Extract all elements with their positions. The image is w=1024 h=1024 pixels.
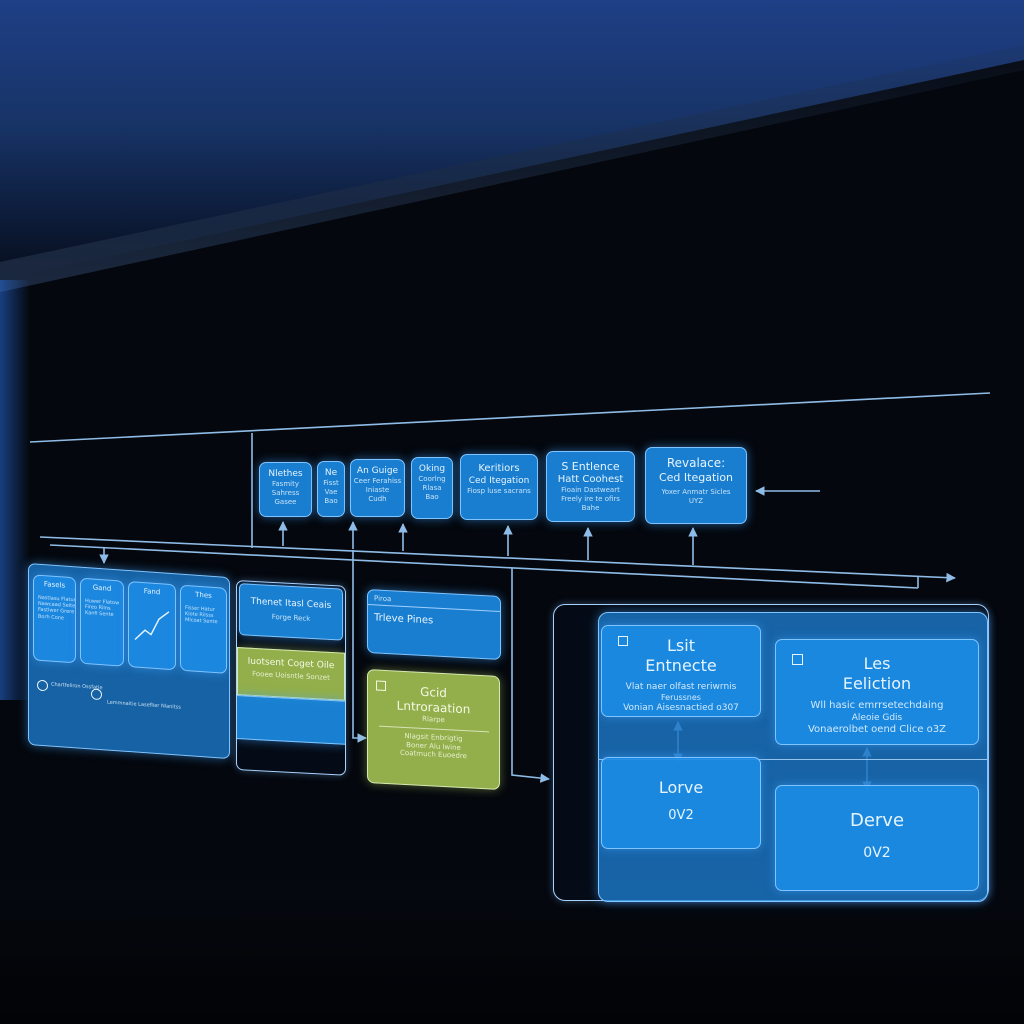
right-box-1-icon (618, 636, 628, 646)
top-box-7[interactable]: Revalace: Ced Itegation Yoxer Anmatr Sic… (645, 447, 747, 524)
right-box-3-sub: 0V2 (668, 808, 694, 823)
top-box-7-line-1: Yoxer Anmatr Sicles (661, 487, 731, 496)
top-box-3-line-2: Iniaste (365, 486, 390, 494)
top-box-6-line-2: Freely ire te ofirs (561, 495, 620, 503)
right-box-1-line-1: Vlat naer olfast reriwrnis (625, 682, 737, 692)
wall-glow (0, 280, 30, 700)
dashboard-card-3[interactable]: Fand (128, 580, 176, 671)
right-box-4-title: Derve (849, 810, 905, 831)
dashboard-card-4-line-3: Mlcoat Sente (185, 617, 218, 626)
dashboard-card-1-line-4: Borh Cone (38, 613, 65, 622)
top-box-7-line-2: UYZ (688, 496, 704, 505)
top-box-2-line-1: Fisst (323, 479, 339, 488)
dashboard-card-4-title: Thes (195, 590, 212, 600)
dashboard-card-3-title: Fand (143, 587, 161, 597)
dashboard-panel[interactable]: Fasels Nastlasu Flatur Nawcaad Seite Fas… (28, 563, 230, 760)
dashboard-card-1[interactable]: Fasels Nastlasu Flatur Nawcaad Seite Fas… (33, 574, 76, 664)
main-timeline-arrow (39, 536, 956, 583)
middle-panel-title: Thenet Itasl Ceais (250, 596, 332, 611)
mini-line-chart-icon (134, 611, 170, 640)
right-small-panel-title: Trleve Pines (374, 612, 434, 627)
top-box-7-subtitle: Ced Itegation (658, 471, 734, 484)
top-box-4-line-2: Rlasa (422, 484, 442, 492)
top-box-1[interactable]: Nlethes Fasmity Sahress Gasee (259, 462, 312, 517)
top-box-1-line-1: Fasmity (272, 480, 299, 489)
top-box-3-line-3: Cudh (368, 494, 387, 503)
top-box-6-line-1: Fioain Dastweart (561, 486, 620, 495)
right-box-2-icon (792, 654, 803, 665)
top-box-1-line-3: Gasee (274, 497, 297, 506)
top-rail-line (29, 392, 991, 443)
middle-panel-header[interactable]: Thenet Itasl Ceais Forge Reck (239, 583, 343, 641)
right-box-4[interactable]: Derve 0V2 (775, 785, 979, 891)
arrow-to-right-group (511, 568, 550, 783)
top-box-6[interactable]: S Entlence Hatt Coohest Fioain Dastweart… (546, 451, 635, 522)
green-card[interactable]: Gcid Lntroraation Rlarpe Nlagsit Enbrigt… (367, 669, 500, 790)
right-group-panel[interactable]: Lsit Entnecte Vlat naer olfast reriwrnis… (598, 612, 988, 902)
right-box-1-line-2: Ferussnes (661, 693, 701, 703)
right-group-divider (599, 759, 987, 760)
middle-panel[interactable]: Thenet Itasl Ceais Forge Reck Iuotsent C… (236, 580, 346, 776)
right-box-1-line-3: Vonian Aisesnactied o307 (623, 703, 739, 714)
top-box-2-line-3: Bao (324, 496, 338, 505)
right-small-panel-label: Piroa (374, 594, 392, 604)
top-box-5-subtitle: Ced Itegation (468, 475, 530, 486)
top-box-6-title: S Entlence (561, 460, 620, 473)
middle-panel-blue-block (237, 695, 345, 745)
right-box-4-sub: 0V2 (863, 844, 891, 861)
right-box-1-title-2: Entnecte (645, 656, 717, 675)
top-box-3[interactable]: An Guige Ceer Ferahiss Iniaste Cudh (350, 459, 405, 517)
top-box-3-title: An Guige (356, 466, 399, 476)
top-box-6-line-3: Bahe (581, 503, 600, 512)
right-box-2-title-1: Les (863, 654, 891, 673)
right-box-1-title-1: Lsit (667, 636, 695, 655)
dashboard-footer-1: Chartfeliron Ossfatle (51, 681, 103, 692)
top-box-1-line-2: Sahress (271, 489, 300, 497)
top-box-3-line-1: Ceer Ferahiss (353, 477, 402, 486)
arrow-to-green-card (352, 550, 367, 743)
top-box-6-subtitle: Hatt Coohest (557, 473, 624, 485)
green-card-icon (376, 680, 386, 691)
top-box-5-title: Keritiors (478, 463, 520, 474)
main-timeline-return (49, 544, 919, 589)
top-box-5-line-1: Fiosp luse sacrans (467, 486, 531, 495)
top-box-4-line-3: Bao (425, 492, 439, 501)
right-box-2-line-1: Wll hasic emrrsetechdaing (810, 700, 944, 711)
top-box-4[interactable]: Oking Coorlng Rlasa Bao (411, 457, 453, 519)
right-small-panel[interactable]: Piroa Trleve Pines (367, 589, 501, 661)
dashboard-footer-2: Lemmnaitie Laseflier Nlanitss (107, 699, 181, 711)
top-box-4-line-1: Coorlng (418, 475, 446, 484)
dashboard-card-2[interactable]: Gand Huwer Flatow Fireo Rilns Kanfi Sent… (80, 577, 124, 667)
middle-panel-green-bar[interactable]: Iuotsent Coget Oile Fooee Uoisntle Sonze… (237, 647, 345, 701)
top-box-1-title: Nlethes (268, 469, 303, 479)
right-box-2[interactable]: Les Eeliction Wll hasic emrrsetechdaing … (775, 639, 979, 745)
right-box-3[interactable]: Lorve 0V2 (601, 757, 761, 849)
dashboard-card-2-title: Gand (92, 583, 112, 593)
right-box-1[interactable]: Lsit Entnecte Vlat naer olfast reriwrnis… (601, 625, 761, 717)
top-box-5[interactable]: Keritiors Ced Itegation Fiosp luse sacra… (460, 454, 538, 520)
top-box-2[interactable]: Ne Fisst Vae Bao (317, 461, 345, 517)
right-small-panel-divider (368, 604, 501, 613)
right-box-2-line-2: Aleoie Gdis (851, 712, 903, 723)
dashboard-card-2-line-3: Kanfi Sente (85, 610, 114, 619)
top-box-4-title: Oking (418, 464, 446, 474)
top-box-2-line-2: Vae (324, 488, 338, 496)
dashboard-card-4[interactable]: Thes Fisser Hatur Kiote Rilsss Mlcoat Se… (180, 584, 227, 674)
right-box-2-title-2: Eeliction (842, 674, 912, 693)
top-box-2-title: Ne (324, 468, 338, 478)
dashboard-card-1-title: Fasels (43, 580, 66, 590)
middle-panel-subtitle: Forge Reck (271, 613, 311, 624)
right-box-2-line-3: Vonaerolbet oend Clice o3Z (807, 723, 947, 735)
dashboard-footer: Chartfeliron Ossfatle Lemmnaitie Lasefli… (35, 676, 225, 729)
floor (0, 880, 1024, 1024)
top-box-7-title: Revalace: (666, 456, 726, 470)
right-box-3-title: Lorve (658, 778, 704, 797)
info-icon (37, 679, 48, 692)
